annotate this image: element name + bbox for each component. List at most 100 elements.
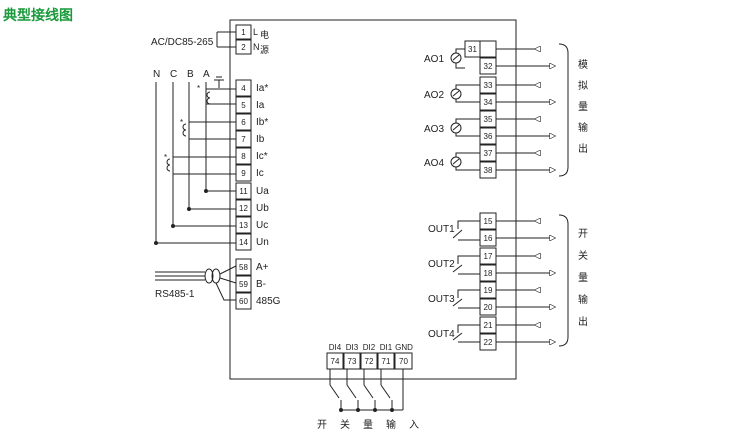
di2-label: DI2 <box>363 343 376 352</box>
terminal-14-signal: Un <box>256 237 269 248</box>
terminal-58-signal: A+ <box>256 262 269 273</box>
terminal-32-number: 32 <box>484 62 493 71</box>
terminal-12 <box>235 199 252 217</box>
terminal-73 <box>343 352 361 370</box>
terminal-73-number: 73 <box>348 357 357 366</box>
power-char-2: 源 <box>260 45 269 55</box>
terminal-8-signal: Ic* <box>256 151 268 162</box>
terminal-60-signal: 485G <box>256 296 281 307</box>
terminal-2-number: 2 <box>241 43 246 52</box>
terminal-9-signal: Ic <box>256 168 264 179</box>
terminal-5 <box>235 96 252 114</box>
terminal-13 <box>235 216 252 234</box>
terminal-20-number: 20 <box>484 303 493 312</box>
analog-char-5: 出 <box>578 142 588 155</box>
terminal-74-number: 74 <box>331 357 340 366</box>
relay-char-3: 量 <box>578 272 588 284</box>
out2-label: OUT2 <box>428 259 455 270</box>
terminal-8 <box>235 147 252 165</box>
ct-b-mark: * <box>180 118 183 127</box>
line-b-label: B <box>187 69 194 80</box>
terminal-59-number: 59 <box>239 280 248 289</box>
terminal-74 <box>326 352 344 370</box>
di-char-5: 入 <box>409 420 419 431</box>
terminal-38-number: 38 <box>484 166 493 175</box>
terminal-4-number: 4 <box>241 84 246 93</box>
terminal-35-number: 35 <box>484 115 493 124</box>
terminal-33-number: 33 <box>484 81 493 90</box>
analog-char-4: 输 <box>578 121 588 134</box>
rs485-label: RS485-1 <box>155 289 195 300</box>
terminal-34-number: 34 <box>484 98 493 107</box>
terminal-8-number: 8 <box>241 152 246 161</box>
terminal-14 <box>235 233 252 251</box>
terminal-31-number: 31 <box>468 45 477 54</box>
terminal-17-number: 17 <box>484 252 493 261</box>
out4-label: OUT4 <box>428 329 455 340</box>
terminal-18-number: 18 <box>484 269 493 278</box>
terminal-16-number: 16 <box>484 234 493 243</box>
di-char-4: 输 <box>386 418 396 431</box>
terminal-37-number: 37 <box>484 149 493 158</box>
power-label: AC/DC85-265 <box>151 37 214 48</box>
power-char-1: 电 <box>260 29 269 40</box>
relay-char-4: 输 <box>578 293 588 306</box>
terminal-1 <box>235 24 252 40</box>
ao4-label: AO4 <box>424 158 444 169</box>
terminal-36-number: 36 <box>484 132 493 141</box>
terminal-7-number: 7 <box>241 135 246 144</box>
di-char-2: 关 <box>340 418 350 431</box>
terminal-11 <box>235 182 252 200</box>
terminal-4-signal: Ia* <box>256 83 268 94</box>
terminal-7-signal: Ib <box>256 134 265 145</box>
terminal-59 <box>235 275 252 293</box>
terminal-4 <box>235 79 252 97</box>
gnd-label: GND <box>395 343 413 352</box>
relay-char-1: 开 <box>578 229 588 240</box>
terminal-60-number: 60 <box>239 297 248 306</box>
ct-a-mark: * <box>197 84 200 93</box>
terminal-7 <box>235 130 252 148</box>
terminal-1-number: 1 <box>241 28 246 37</box>
terminal-6-number: 6 <box>241 118 246 127</box>
terminal-11-number: 11 <box>239 187 248 196</box>
terminal-11-signal: Ua <box>256 186 269 197</box>
terminal-58 <box>235 258 252 276</box>
di3-label: DI3 <box>346 343 359 352</box>
relay-char-5: 出 <box>578 315 588 328</box>
relay-char-2: 关 <box>578 249 588 262</box>
terminal-19-number: 19 <box>484 286 493 295</box>
ct-c-mark: * <box>164 153 167 162</box>
line-a-label: A <box>203 69 210 80</box>
terminal-5-number: 5 <box>241 101 246 110</box>
relay-outputs-group: OUT1 15 16 OUT2 17 18 OUT3 19 20 OUT4 <box>428 212 588 351</box>
ao2-label: AO2 <box>424 90 444 101</box>
terminal-22-number: 22 <box>484 338 493 347</box>
terminal-12-number: 12 <box>239 204 248 213</box>
phase-lines-group: N C B A * * * <box>153 69 236 245</box>
terminal-59-signal: B- <box>256 279 266 290</box>
power-n-label: N <box>253 42 260 52</box>
terminal-15-number: 15 <box>484 217 493 226</box>
terminal-13-number: 13 <box>239 221 248 230</box>
terminal-72-number: 72 <box>365 357 374 366</box>
terminal-58-number: 58 <box>239 263 248 272</box>
terminal-5-signal: Ia <box>256 100 265 111</box>
line-c-label: C <box>170 69 177 80</box>
rs485-group: RS485-1 58 A+ 59 B- 60 485G <box>155 258 281 310</box>
analog-char-2: 拟 <box>578 79 588 92</box>
terminal-21-number: 21 <box>484 321 493 330</box>
terminal-72 <box>360 352 378 370</box>
terminal-60 <box>235 292 252 310</box>
analog-outputs-group: AO1 31 32 AO2 33 34 AO3 35 36 AO4 <box>424 40 588 179</box>
terminal-9-number: 9 <box>241 169 246 178</box>
di4-label: DI4 <box>329 343 342 352</box>
di1-label: DI1 <box>380 343 393 352</box>
measurement-terminals: 4 Ia* 5 Ia 6 Ib* 7 Ib 8 Ic* 9 Ic 11 Ua 1… <box>235 79 269 251</box>
terminal-70-number: 70 <box>399 357 408 366</box>
terminal-12-signal: Ub <box>256 203 269 214</box>
device-housing <box>229 19 517 380</box>
power-l-label: L <box>253 27 258 37</box>
out3-label: OUT3 <box>428 294 455 305</box>
